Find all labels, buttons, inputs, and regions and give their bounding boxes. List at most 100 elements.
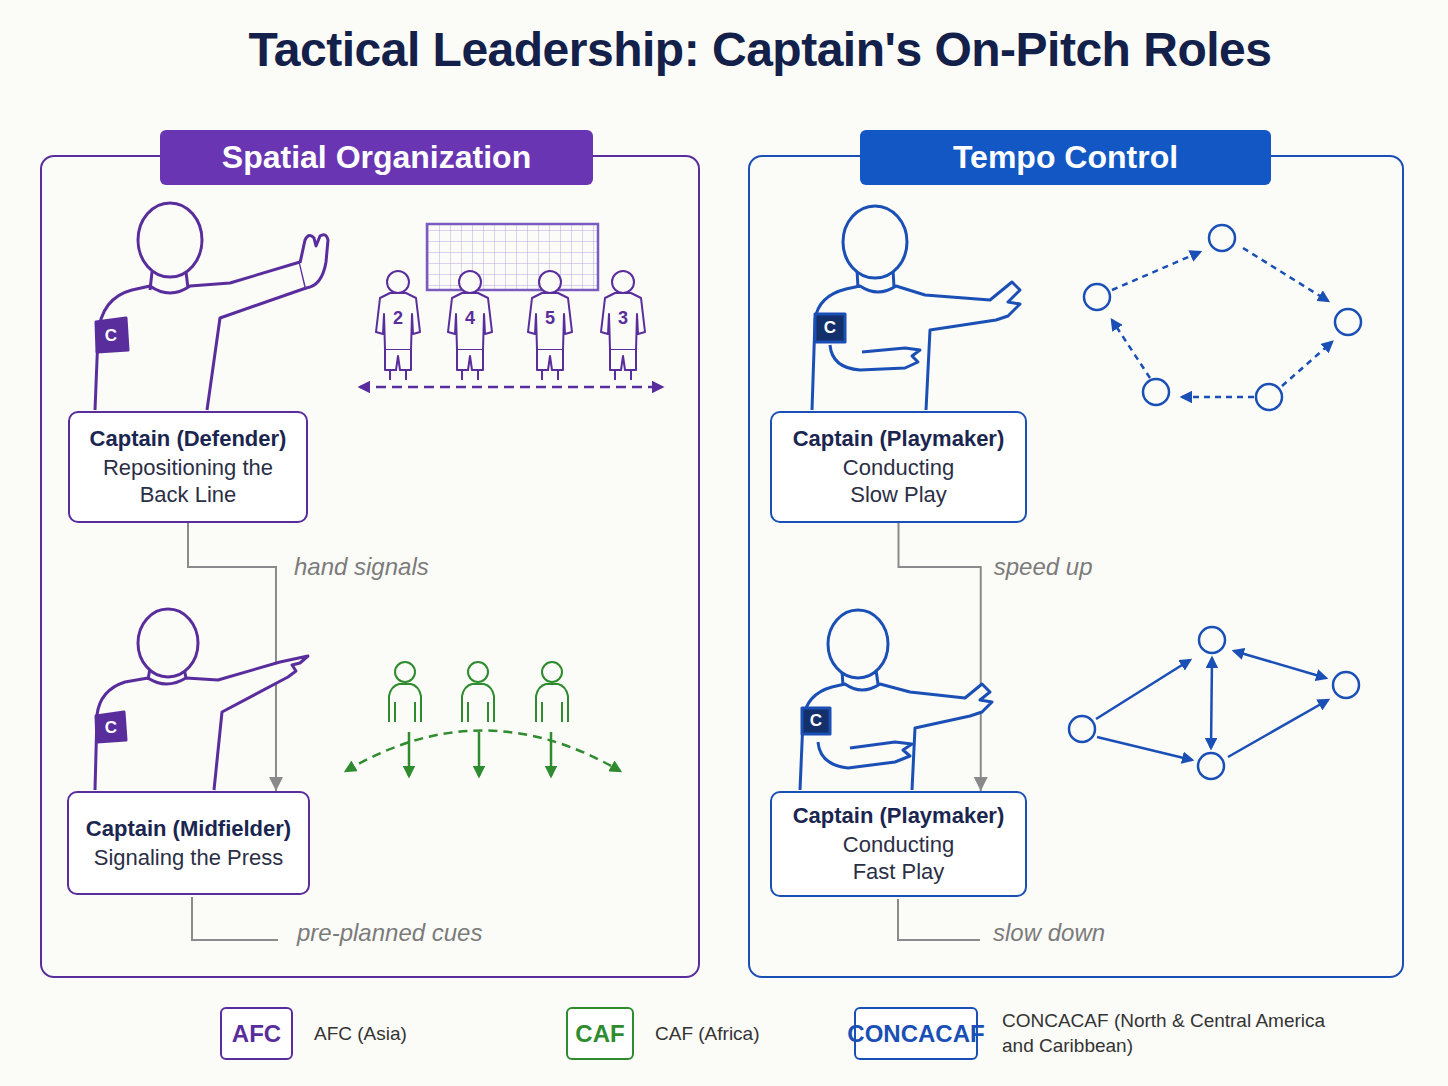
armband-letter: C <box>105 326 117 346</box>
box-body: Conducting Fast Play <box>831 831 966 886</box>
pass-arrow <box>1211 658 1212 748</box>
jersey-number: 5 <box>545 308 555 329</box>
jersey-number: 3 <box>618 308 628 329</box>
box-heading: Captain (Playmaker) <box>793 425 1005 454</box>
goal-net <box>427 224 598 290</box>
player-circle <box>1199 627 1225 653</box>
role-box: Captain (Midfielder)Signaling the Press <box>67 791 310 895</box>
pass-arrow <box>1097 737 1192 760</box>
leader-line <box>898 899 980 940</box>
slow-pass-players <box>1084 225 1361 410</box>
figure-torso <box>95 262 306 410</box>
player-circle <box>1084 284 1110 310</box>
legend-text: AFC (Asia) <box>314 1022 534 1047</box>
player-circle <box>1256 384 1282 410</box>
legend-text: CONCACAF (North & Central America and Ca… <box>1002 1009 1342 1058</box>
goal <box>427 224 598 290</box>
leader-note: slow down <box>993 919 1105 947</box>
player-circle <box>1198 753 1224 779</box>
diagram-title: Tactical Leadership: Captain's On-Pitch … <box>72 22 1448 77</box>
box-heading: Captain (Midfielder) <box>86 815 291 844</box>
role-box: Captain (Defender)Repositioning the Back… <box>68 411 308 523</box>
slow-pass-arrows <box>1112 248 1332 397</box>
player-circle <box>1143 379 1169 405</box>
player-circle <box>1333 672 1359 698</box>
jersey-number: 4 <box>465 308 475 329</box>
arrow-head <box>974 777 988 791</box>
pass-arrow <box>1243 248 1328 301</box>
armband-letter: C <box>105 718 117 738</box>
defender-figure <box>95 203 328 410</box>
legend-code: CONCACAF <box>847 1020 984 1048</box>
box-body: Signaling the Press <box>94 844 284 872</box>
pressing-player <box>536 662 568 722</box>
figure-head <box>828 610 888 678</box>
figure-head <box>843 206 907 278</box>
box-body: Conducting Slow Play <box>831 454 966 509</box>
fast-pass-players <box>1069 627 1359 779</box>
armband <box>96 318 128 352</box>
panel-tab: Tempo Control <box>860 130 1271 185</box>
pass-arrow <box>1182 396 1254 399</box>
figure-head <box>138 609 198 677</box>
fast-passing-diagram <box>1069 627 1359 779</box>
figure-torso <box>800 684 992 790</box>
panel-heading: Spatial Organization <box>222 139 531 176</box>
figure-hand <box>300 235 328 288</box>
playmaker-figure <box>800 610 992 790</box>
legend-code: CAF <box>575 1020 624 1048</box>
figure-torso <box>95 656 308 790</box>
connector-label: hand signals <box>294 553 429 581</box>
panel-heading: Tempo Control <box>953 139 1178 176</box>
playmaker-figure <box>812 206 1020 410</box>
box-heading: Captain (Playmaker) <box>793 802 1005 831</box>
press-arrows <box>346 731 620 777</box>
press-arrow <box>408 732 411 776</box>
legend-code: AFC <box>232 1020 281 1048</box>
legend-swatch: CAF <box>566 1007 634 1060</box>
role-box: Captain (Playmaker)Conducting Slow Play <box>770 411 1027 523</box>
connector-label: speed up <box>994 553 1093 581</box>
armband <box>815 314 845 342</box>
midfielder-figure <box>95 609 308 790</box>
figure-arm <box>818 742 912 768</box>
box-body: Repositioning the Back Line <box>101 454 276 509</box>
pass-arrow <box>1112 320 1150 378</box>
armband-letter: C <box>810 711 822 731</box>
arrow-head <box>269 777 283 791</box>
press-arrow <box>550 732 553 776</box>
pass-arrow <box>1096 660 1190 719</box>
slow-passing-diagram <box>1084 225 1361 410</box>
back-line-player <box>448 271 492 380</box>
jersey-number: 2 <box>393 308 403 329</box>
figure-torso <box>812 282 1020 410</box>
player-circle <box>1209 225 1235 251</box>
pass-arrow <box>1112 252 1200 290</box>
pressing-player <box>389 662 421 722</box>
fast-pass-arrows <box>1096 651 1328 760</box>
pass-arrow <box>1228 700 1328 757</box>
box-heading: Captain (Defender) <box>90 425 287 454</box>
back-line-player <box>601 271 645 380</box>
role-box: Captain (Playmaker)Conducting Fast Play <box>770 791 1027 897</box>
panel-tab: Spatial Organization <box>160 130 593 185</box>
back-line-player <box>528 271 572 380</box>
shift-arrow <box>360 386 662 389</box>
leader-line <box>192 897 278 940</box>
armband-letter: C <box>824 318 836 338</box>
press-arc <box>346 731 620 772</box>
legend-text: CAF (Africa) <box>655 1022 875 1047</box>
back-line-player <box>376 271 420 380</box>
pressing-player <box>462 662 494 722</box>
pass-arrow <box>1282 342 1332 386</box>
figure-head <box>138 203 202 277</box>
press-arrow <box>478 732 481 776</box>
player-circle <box>1335 309 1361 335</box>
player-circle <box>1069 716 1095 742</box>
leader-note: pre-planned cues <box>297 919 482 947</box>
legend-swatch: AFC <box>220 1007 293 1060</box>
armband <box>802 708 830 734</box>
